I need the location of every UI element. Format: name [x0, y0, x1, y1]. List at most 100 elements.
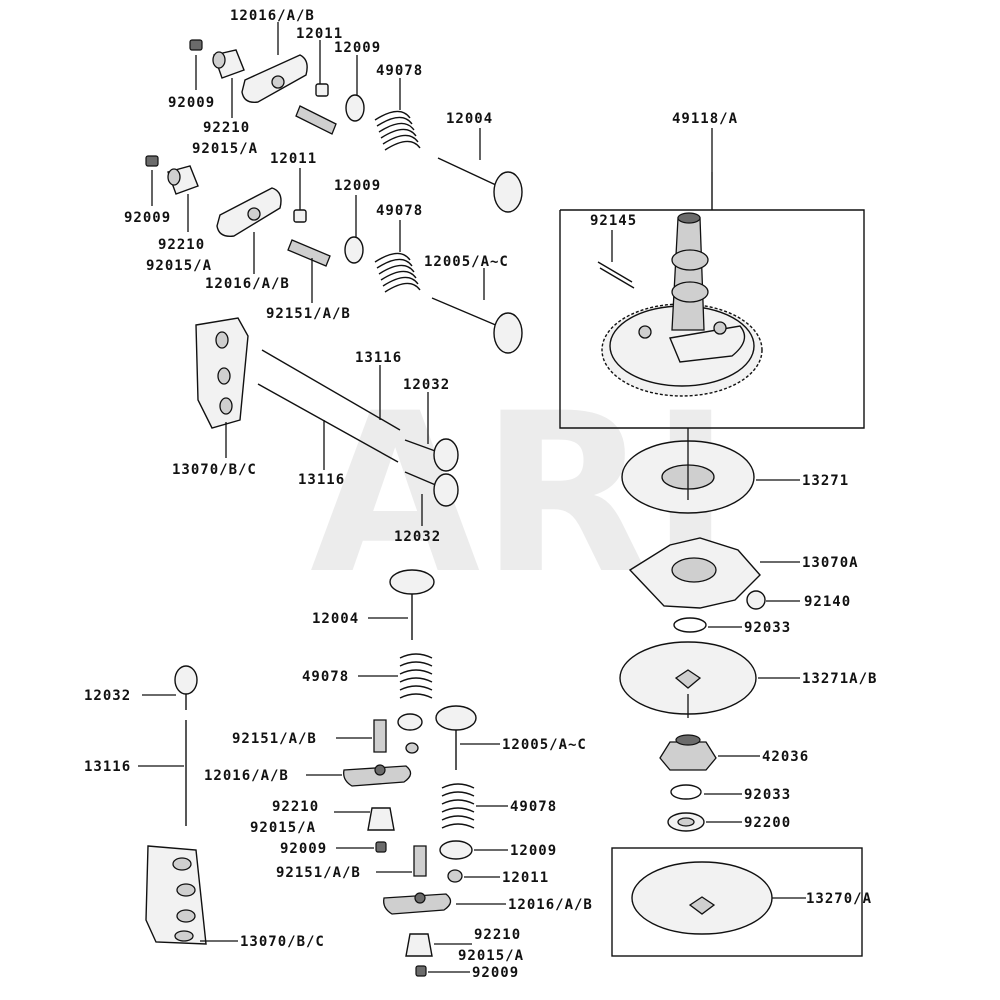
guide-hole-a	[215, 331, 229, 349]
label-12032-top: 12032	[403, 377, 450, 393]
nut-12011-lower[interactable]	[447, 869, 463, 883]
stud-92151-second[interactable]	[287, 239, 331, 267]
gear-pin	[638, 325, 652, 339]
gear-hub-42036[interactable]	[659, 741, 717, 771]
label-12011-second: 12011	[270, 151, 317, 167]
label-12016ab-low2: 12016/A/B	[508, 897, 593, 913]
camshaft-top	[677, 212, 701, 224]
label-92210-low: 92210	[272, 799, 319, 815]
washer-92200-hole	[677, 817, 695, 827]
label-12004-top: 12004	[446, 111, 493, 127]
rocker-lower-b-pivot	[414, 892, 426, 904]
adjuster-nut-92210-lower[interactable]	[367, 807, 395, 831]
set-screw-92009-lower-b[interactable]	[415, 965, 427, 977]
label-49118a: 49118/A	[672, 111, 738, 127]
stud-92151-lower[interactable]	[373, 719, 387, 753]
governor-13070a-hub	[671, 557, 717, 583]
circlip-92033-b[interactable]	[670, 784, 702, 800]
label-49078-top: 49078	[376, 63, 423, 79]
rocker-lower-pivot	[374, 764, 386, 776]
camshaft-group-box	[559, 172, 865, 429]
valve-group-lower: 12004 49078 92151/A/B 12005/A~C 12016/A/…	[204, 569, 593, 981]
valve-stem-12004-upper	[437, 157, 499, 187]
set-screw-92009-second[interactable]	[145, 155, 159, 167]
label-12004-low: 12004	[312, 611, 359, 627]
label-13070bc-top: 13070/B/C	[172, 462, 257, 478]
nut-12011-upper[interactable]	[315, 83, 329, 97]
dish-13270a-center	[688, 896, 716, 915]
set-screw-92009-lower[interactable]	[375, 841, 387, 853]
label-49078-low2: 49078	[510, 799, 557, 815]
label-12011-top: 12011	[296, 26, 343, 42]
label-12011-low: 12011	[502, 870, 549, 886]
spring-92145[interactable]	[597, 261, 635, 289]
label-92210-low2: 92210	[474, 927, 521, 943]
tappet-12032-lower[interactable]	[174, 665, 198, 695]
guide-lower-hole-d	[174, 930, 194, 942]
tappet-12032-a[interactable]	[433, 438, 459, 472]
guide-hole-b	[217, 367, 231, 385]
valve-spring-49078-upper[interactable]	[374, 110, 421, 151]
rocker-assembly-upper: 12016/A/B 12011 12009 49078 92009 92210 …	[168, 8, 523, 213]
rocker-pivot-hole-second	[247, 207, 261, 221]
label-92015a-low2: 92015/A	[458, 948, 524, 964]
tappet-stem-12032-b	[404, 471, 439, 487]
label-92210-top: 92210	[203, 120, 250, 136]
tappet-stem-12032-a	[404, 439, 439, 453]
guide-hole-c	[219, 397, 233, 415]
dish-13270a-box	[611, 847, 863, 957]
label-92009-top: 92009	[168, 95, 215, 111]
valve-spring-49078-lower-b[interactable]	[441, 783, 475, 829]
valve-head-12005-upper[interactable]	[493, 312, 523, 354]
circlip-92033-a[interactable]	[673, 617, 707, 633]
stud-92151-lower-b[interactable]	[413, 845, 427, 877]
gear-pin-b	[713, 321, 727, 335]
valve-head-12004-upper[interactable]	[493, 171, 523, 213]
ball-92140[interactable]	[746, 590, 766, 610]
guide-lower-hole-a	[172, 857, 192, 871]
label-13270a: 13270/A	[806, 891, 872, 907]
label-12005ac-top: 12005/A~C	[424, 254, 509, 270]
rocker-arm-12016-lower-b[interactable]	[383, 893, 452, 915]
label-92151ab-low2: 92151/A/B	[276, 865, 361, 881]
retainer-12009-second[interactable]	[344, 236, 364, 264]
valve-head-12004-lower[interactable]	[389, 569, 435, 595]
adjuster-nut-92210-lower-b[interactable]	[405, 933, 433, 957]
retainer-12009-upper[interactable]	[345, 94, 365, 122]
stud-92151-upper[interactable]	[295, 105, 337, 135]
label-92151ab-top: 92151/A/B	[266, 306, 351, 322]
label-12032-second: 12032	[394, 529, 441, 545]
label-13116-top: 13116	[355, 350, 402, 366]
guide-lower-hole-b	[176, 883, 196, 897]
label-12016ab-second: 12016/A/B	[205, 276, 290, 292]
label-92033-b: 92033	[744, 787, 791, 803]
pushrod-13116-b[interactable]	[257, 383, 399, 463]
nut-12011-second[interactable]	[293, 209, 307, 223]
label-92145: 92145	[590, 213, 637, 229]
valve-spring-49078-second[interactable]	[374, 252, 421, 293]
label-13116-low: 13116	[84, 759, 131, 775]
rocker-pivot-hole-upper	[271, 75, 285, 89]
valve-spring-49078-lower[interactable]	[399, 653, 433, 699]
label-12016ab-top: 12016/A/B	[230, 8, 315, 24]
keeper-12011-mid[interactable]	[405, 742, 419, 754]
set-screw-92009-upper[interactable]	[189, 39, 203, 51]
adjuster-nut-face-upper	[212, 51, 226, 69]
label-92200: 92200	[744, 815, 791, 831]
rocker-arm-12016-lower[interactable]	[343, 765, 412, 787]
label-13070a: 13070A	[802, 555, 859, 571]
pushrod-13116-a[interactable]	[261, 349, 401, 431]
label-92015a-second: 92015/A	[146, 258, 212, 274]
tappet-12032-b[interactable]	[433, 473, 459, 507]
retainer-12009-lower[interactable]	[439, 840, 473, 860]
label-12032-low: 12032	[84, 688, 131, 704]
label-13271: 13271	[802, 473, 849, 489]
camshaft[interactable]	[671, 217, 705, 331]
adjuster-nut-face-second	[167, 168, 181, 186]
valve-head-12005-lower[interactable]	[435, 705, 477, 731]
label-13070bc-low: 13070/B/C	[240, 934, 325, 950]
label-12009-top: 12009	[334, 40, 381, 56]
pushrod-group-lower: 12032 13116 13070/B/C	[84, 665, 325, 950]
retainer-12009-mid[interactable]	[397, 713, 423, 731]
